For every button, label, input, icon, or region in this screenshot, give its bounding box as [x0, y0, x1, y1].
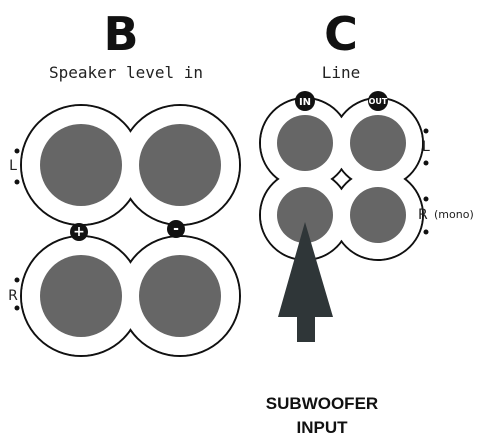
section-c-label-r: R: [418, 207, 428, 223]
r-marker-dot: [14, 277, 20, 283]
section-c-label-l: L: [422, 139, 430, 155]
out-badge-text: OUT: [369, 97, 388, 106]
line-in-left-jack[interactable]: [277, 115, 333, 171]
line-out-left-jack[interactable]: [350, 115, 406, 171]
in-badge: [295, 91, 315, 111]
minus-badge: [167, 220, 185, 238]
r-marker-dot: [423, 229, 429, 235]
r-marker-dot: [423, 196, 429, 202]
section-b-letter: B: [103, 7, 138, 61]
section-b-label-l: L: [9, 158, 17, 174]
minus-symbol: -: [173, 221, 179, 237]
section-c-letter: C: [324, 7, 358, 61]
section-c-label-mono: (mono): [434, 208, 474, 221]
subwoofer-label-line2: INPUT: [297, 418, 349, 437]
in-badge-text: IN: [299, 97, 311, 108]
speaker-terminal-left-plus[interactable]: [139, 124, 221, 206]
subwoofer-label-line1: SUBWOOFER: [266, 394, 378, 413]
l-marker-dot: [423, 160, 429, 166]
l-marker-dot: [14, 148, 20, 154]
line-terminal-block: IN OUT L R (mono): [259, 91, 474, 261]
plus-badge: [70, 223, 88, 241]
speaker-terminal-left-minus[interactable]: [40, 124, 122, 206]
section-b-label-r: R: [8, 288, 18, 304]
speaker-terminal-right-plus[interactable]: [40, 255, 122, 337]
speaker-level-terminal-block: + - L R: [8, 104, 241, 357]
l-marker-dot: [14, 179, 20, 185]
line-out-right-jack[interactable]: [350, 187, 406, 243]
up-arrow-icon: [278, 222, 333, 342]
section-c-caption: Line: [322, 63, 361, 82]
r-marker-dot: [14, 305, 20, 311]
section-b-caption: Speaker level in: [49, 63, 203, 82]
speaker-terminal-right-minus[interactable]: [139, 255, 221, 337]
l-marker-dot: [423, 128, 429, 134]
plus-symbol: +: [73, 224, 85, 240]
out-badge: [368, 91, 388, 111]
line-in-right-mono-jack[interactable]: [277, 187, 333, 243]
